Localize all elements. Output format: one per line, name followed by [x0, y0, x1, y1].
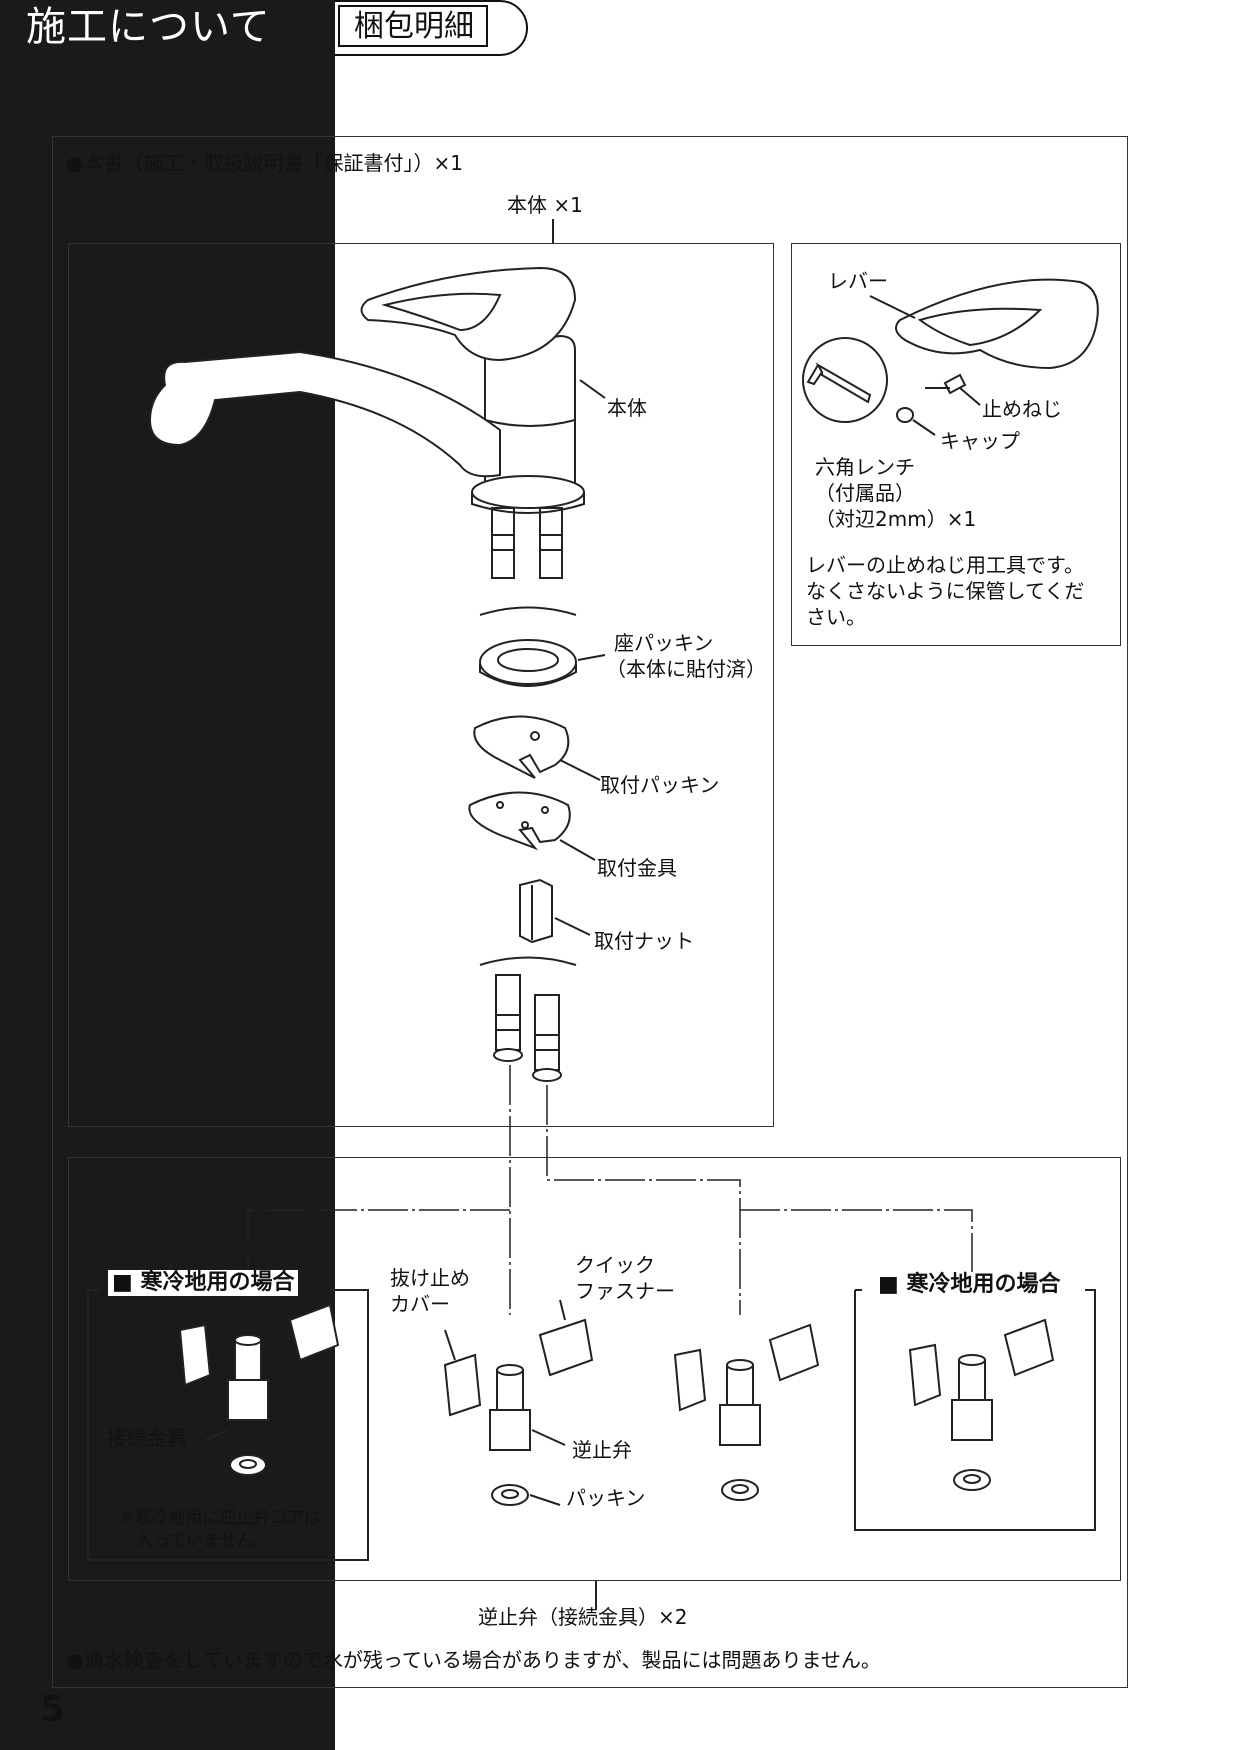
label-hex-wrench-accessory: （付属品）: [815, 481, 915, 505]
cold-note-line1: ※寒冷地用に逆止弁コアは: [120, 1508, 322, 1528]
hoses-icon: [479, 956, 577, 1082]
lever-note-line3: さい。: [806, 605, 866, 629]
water-test-note: ●通水検査をしていますので水が残っている場合がありますが、製品には問題ありません…: [66, 1648, 881, 1672]
cold-note-line2: 入っていません。: [136, 1531, 271, 1551]
cap-icon: [896, 407, 936, 436]
label-retainer-cover-1: 抜け止め: [390, 1266, 470, 1290]
label-set-screw: 止めねじ: [982, 397, 1062, 421]
page-title: 施工について: [26, 4, 271, 50]
cold-left-frame: [87, 1289, 369, 1561]
label-seat-packing-note: （本体に貼付済）: [606, 657, 766, 681]
header-subtitle-box: 梱包明細: [338, 5, 488, 47]
label-mount-packing: 取付パッキン: [600, 773, 720, 797]
mount-bracket-icon: [468, 791, 596, 861]
page-subtitle: 梱包明細: [354, 9, 474, 44]
label-packing: パッキン: [566, 1486, 646, 1510]
lever-note-line1: レバーの止めねじ用工具です。: [806, 553, 1084, 577]
main-unit-caption: 本体 ×1: [507, 193, 583, 217]
outer-frame: [52, 136, 1128, 1688]
valve-group-3: [673, 1323, 820, 1501]
header-dark-band: [0, 0, 335, 1750]
label-hex-wrench: 六角レンチ: [815, 455, 915, 479]
label-quick-fastener-2: ファスナー: [575, 1279, 675, 1303]
label-quick-fastener-1: クイック: [575, 1253, 655, 1277]
lever-icon: [869, 278, 1099, 370]
valve-group-4: [908, 1318, 1055, 1491]
valve-section-caption: 逆止弁（接続金具）×2: [478, 1605, 688, 1629]
set-screw-icon: [925, 373, 981, 406]
label-retainer-cover-2: カバー: [390, 1292, 450, 1316]
hex-wrench-icon: [802, 337, 888, 423]
cold-right-frame: [854, 1289, 1096, 1531]
valve-group-2: [443, 1299, 594, 1506]
label-check-valve: 逆止弁: [572, 1438, 632, 1462]
section-header: 施工について 梱包明細: [0, 0, 528, 1750]
faucet-icon: [148, 266, 606, 616]
label-lever: レバー: [828, 269, 888, 293]
main-unit-box: [68, 243, 774, 1127]
cold-region-left-title: ■ 寒冷地用の場合: [108, 1270, 299, 1296]
mount-packing-icon: [473, 715, 601, 781]
connection-lines: [247, 1065, 973, 1315]
label-cap: キャップ: [940, 429, 1020, 453]
lever-box: [791, 243, 1121, 646]
seat-packing-icon: [479, 639, 606, 687]
mount-nut-icon: [519, 878, 591, 944]
page-number: 5: [40, 1689, 66, 1730]
label-mount-nut: 取付ナット: [594, 929, 694, 953]
lever-note-line2: なくさないように保管してくだ: [806, 579, 1085, 603]
label-hex-wrench-size: （対辺2mm）×1: [815, 507, 977, 531]
valve-section-box: [68, 1157, 1121, 1581]
valve-group-1: [178, 1303, 340, 1476]
label-mount-bracket: 取付金具: [597, 856, 677, 880]
label-body: 本体: [607, 396, 647, 420]
label-fitting: 接続金具: [107, 1426, 187, 1450]
label-seat-packing: 座パッキン: [614, 631, 714, 655]
manual-note: ●本書（施工・取扱説明書「保証書付」）×1: [66, 151, 463, 175]
cold-region-right-title: ■ 寒冷地用の場合: [874, 1272, 1065, 1298]
